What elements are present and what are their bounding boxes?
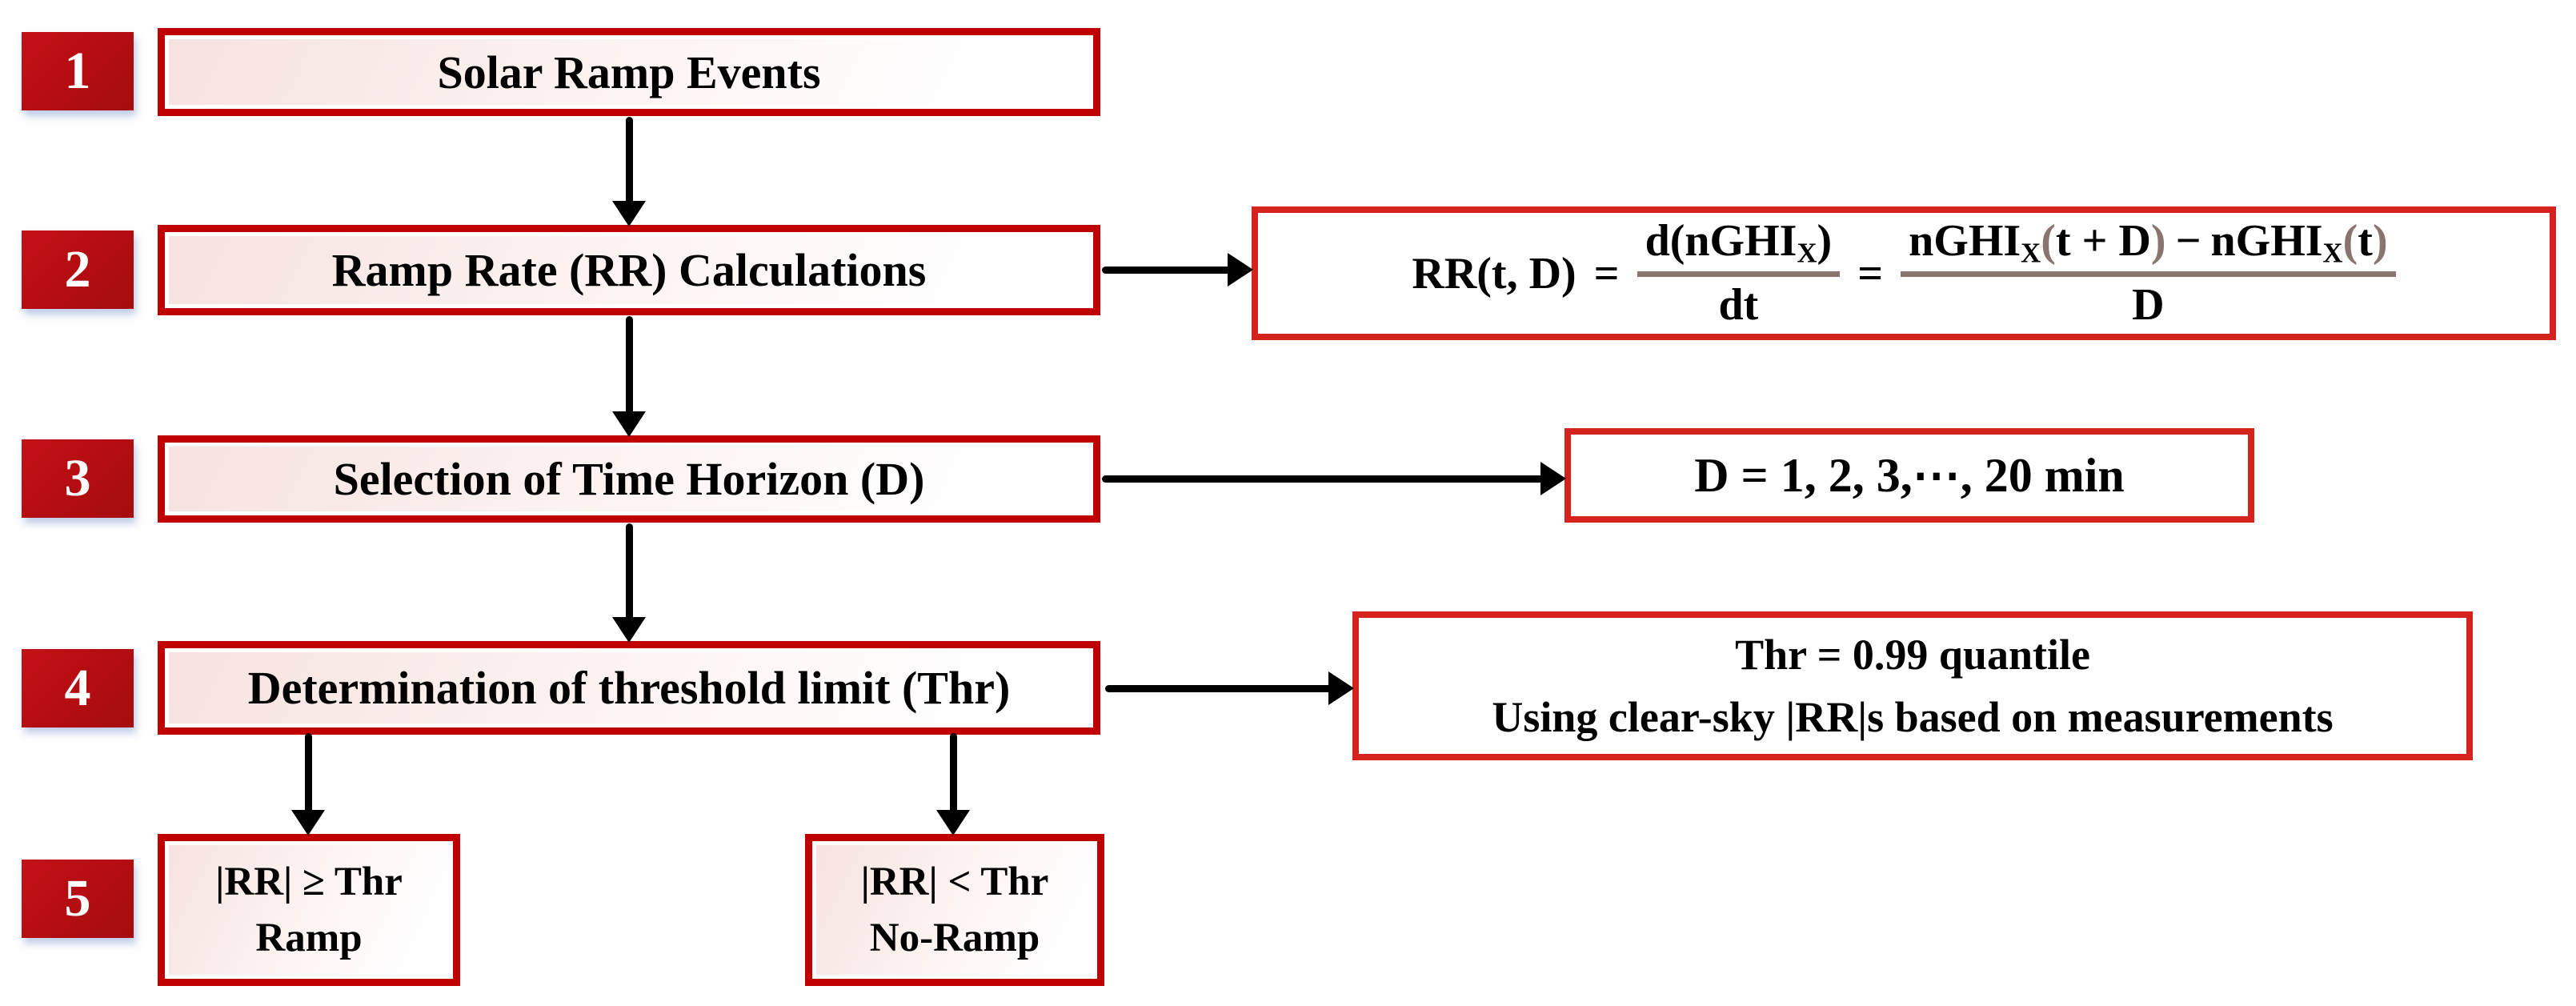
fraction-numerator: d(nGHIX) <box>1637 216 1841 267</box>
arrow-shaft <box>625 117 633 201</box>
step-badge-5: 5 <box>22 860 134 938</box>
arrow-head-down-icon <box>612 411 646 437</box>
arrow-shaft <box>625 316 633 411</box>
accent-paren: ) <box>2150 216 2166 267</box>
arrow-shaft <box>625 523 633 617</box>
outcome-condition: |RR| ≥ Thr <box>215 859 403 904</box>
flow-box-label: Determination of threshold limit (Thr) <box>247 662 1011 714</box>
arrow-step1-to-step2 <box>611 117 647 226</box>
formula-term: nGHI <box>2210 216 2323 267</box>
arrow-step2-to-formula <box>1102 252 1253 287</box>
ramp-rate-formula: RR(t, D) = d(nGHIX) dt = nGHIX(t + D)−nG… <box>1412 216 2396 330</box>
step-number: 4 <box>64 659 91 717</box>
accent-paren: ) <box>2372 216 2388 267</box>
minus-sign: − <box>2175 216 2201 267</box>
fraction-bar <box>1901 271 2396 277</box>
time-horizon-values-box: D = 1, 2, 3,⋯, 20 min <box>1564 428 2254 523</box>
step-number: 5 <box>64 869 91 928</box>
formula-term: t <box>2358 216 2373 267</box>
derivative-fraction: d(nGHIX) dt <box>1637 218 1841 329</box>
formula-term: d(nGHI <box>1645 216 1797 267</box>
flow-box-time-horizon-selection: Selection of Time Horizon (D) <box>158 435 1100 523</box>
subscript-x: X <box>1797 237 1817 269</box>
arrow-shaft <box>304 733 312 810</box>
threshold-method: Using clear-sky |RR|s based on measureme… <box>1492 693 2334 741</box>
arrow-head-down-icon <box>936 810 970 836</box>
equals-sign: = <box>1593 248 1620 299</box>
arrow-head-down-icon <box>291 810 325 836</box>
arrow-head-down-icon <box>612 617 646 643</box>
accent-paren: ( <box>2342 216 2358 267</box>
time-horizon-values: D = 1, 2, 3,⋯, 20 min <box>1694 449 2125 502</box>
arrow-head-right-icon <box>1228 253 1253 287</box>
step-badge-3: 3 <box>22 439 134 518</box>
arrow-shaft <box>1102 475 1540 483</box>
fraction-numerator: nGHIX(t + D)−nGHIX(t) <box>1901 216 2395 267</box>
outcome-box-no-ramp: |RR| < Thr No-Ramp <box>805 834 1104 986</box>
threshold-value: Thr = 0.99 quantile <box>1735 630 2090 679</box>
step-badge-2: 2 <box>22 230 134 309</box>
outcome-condition: |RR| < Thr <box>860 859 1049 904</box>
arrow-head-down-icon <box>612 201 646 226</box>
fraction-denominator: D <box>2132 280 2165 330</box>
step-badge-4: 4 <box>22 649 134 727</box>
flow-box-label: Solar Ramp Events <box>437 46 821 98</box>
accent-paren: ( <box>2041 216 2056 267</box>
fraction-bar <box>1637 271 1841 277</box>
arrow-shaft <box>1105 684 1328 692</box>
subscript-x: X <box>2322 237 2343 269</box>
arrow-step2-to-step3 <box>611 316 647 437</box>
step-number: 2 <box>64 240 91 299</box>
outcome-box-ramp: |RR| ≥ Thr Ramp <box>158 834 460 986</box>
arrow-step4-to-no-ramp <box>935 733 971 836</box>
threshold-definition-box: Thr = 0.99 quantile Using clear-sky |RR|… <box>1352 611 2473 760</box>
formula-term: ) <box>1817 216 1833 267</box>
arrow-head-right-icon <box>1328 671 1354 705</box>
outcome-label: Ramp <box>255 915 363 960</box>
arrow-shaft <box>949 733 957 810</box>
flow-box-solar-ramp-events: Solar Ramp Events <box>158 28 1100 116</box>
arrow-step3-to-step4 <box>611 523 647 643</box>
flow-box-threshold-determination: Determination of threshold limit (Thr) <box>158 641 1100 735</box>
difference-fraction: nGHIX(t + D)−nGHIX(t) D <box>1901 216 2396 330</box>
outcome-label: No-Ramp <box>869 915 1040 960</box>
arrow-step4-to-threshold-definition <box>1105 671 1354 706</box>
flow-box-ramp-rate-calculations: Ramp Rate (RR) Calculations <box>158 225 1100 315</box>
formula-term: t + D <box>2055 216 2151 267</box>
flow-box-label: Selection of Time Horizon (D) <box>333 453 925 505</box>
subscript-x: X <box>2021 237 2041 269</box>
formula-term: nGHI <box>1909 216 2021 267</box>
flow-box-label: Ramp Rate (RR) Calculations <box>331 244 927 296</box>
step-badge-1: 1 <box>22 32 134 110</box>
formula-lhs: RR(t, D) <box>1412 248 1576 299</box>
step-number: 1 <box>64 42 91 100</box>
equals-sign: = <box>1857 248 1884 299</box>
fraction-denominator: dt <box>1718 280 1759 330</box>
arrow-shaft <box>1102 266 1228 274</box>
arrow-step3-to-horizon-values <box>1102 461 1566 496</box>
formula-box: RR(t, D) = d(nGHIX) dt = nGHIX(t + D)−nG… <box>1252 206 2556 340</box>
arrow-step4-to-ramp <box>290 733 326 836</box>
step-number: 3 <box>64 449 91 507</box>
arrow-head-right-icon <box>1540 462 1566 495</box>
